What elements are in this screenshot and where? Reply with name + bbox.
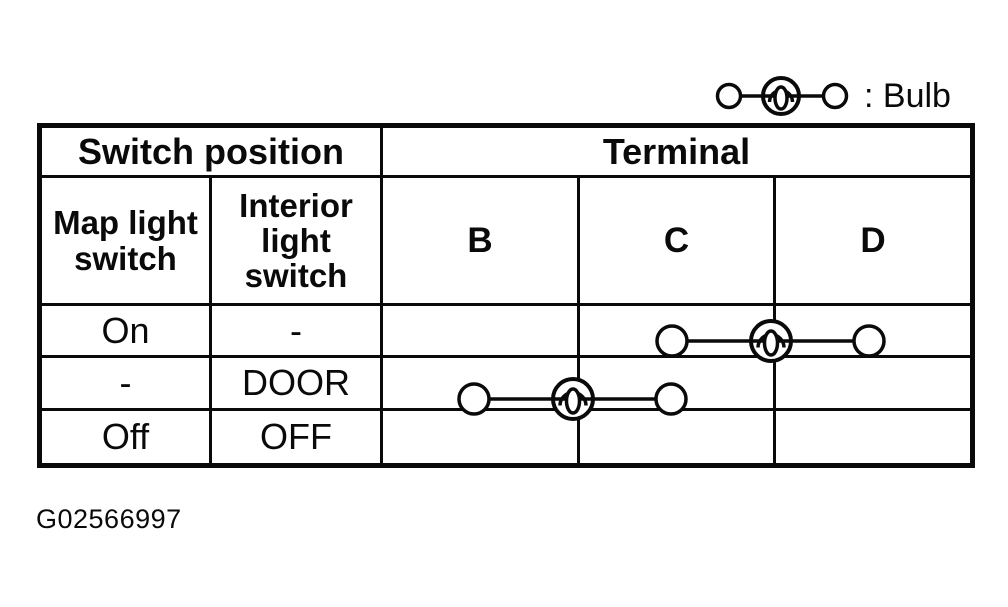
cell-map-light-off: Off bbox=[38, 408, 212, 467]
header-interior-light-switch: Interior light switch bbox=[209, 175, 383, 306]
header-map-light-switch: Map light switch bbox=[38, 175, 212, 306]
cell-map-light-dash: - bbox=[38, 355, 212, 411]
cell-row-door-terminal-d bbox=[772, 355, 975, 411]
cell-interior-light-dash: - bbox=[209, 303, 383, 358]
header-terminal: Terminal bbox=[379, 124, 975, 178]
cell-row-off-terminal-d bbox=[772, 408, 975, 467]
table-header-row-2: Map light switch Interior light switch B… bbox=[38, 175, 975, 306]
terminal-table: Switch position Terminal Map light switc… bbox=[37, 123, 976, 468]
bulb-connection-b-c-icon bbox=[457, 377, 688, 421]
table-header-row-1: Switch position Terminal bbox=[38, 124, 975, 178]
header-terminal-b: B bbox=[380, 175, 580, 306]
legend: : Bulb bbox=[714, 70, 951, 122]
legend-label: : Bulb bbox=[864, 76, 951, 115]
cell-interior-light-door: DOOR bbox=[209, 355, 383, 411]
cell-row-off-terminal-c bbox=[577, 408, 776, 467]
table-row-on: On - bbox=[38, 303, 975, 358]
table-row-door: - DOOR bbox=[38, 355, 975, 411]
bulb-connection-icon bbox=[715, 76, 849, 116]
bulb-connection-c-d-icon bbox=[655, 319, 886, 363]
header-terminal-d: D bbox=[772, 175, 975, 306]
cell-map-light-on: On bbox=[38, 303, 212, 358]
header-switch-position: Switch position bbox=[38, 124, 383, 178]
cell-interior-light-off: OFF bbox=[209, 408, 383, 467]
header-terminal-c: C bbox=[577, 175, 776, 306]
cell-row-on-terminal-b bbox=[380, 303, 580, 358]
figure-id: G02566997 bbox=[36, 504, 182, 534]
cell-row-off-terminal-b bbox=[380, 408, 580, 467]
table-row-off: Off OFF bbox=[38, 408, 975, 467]
